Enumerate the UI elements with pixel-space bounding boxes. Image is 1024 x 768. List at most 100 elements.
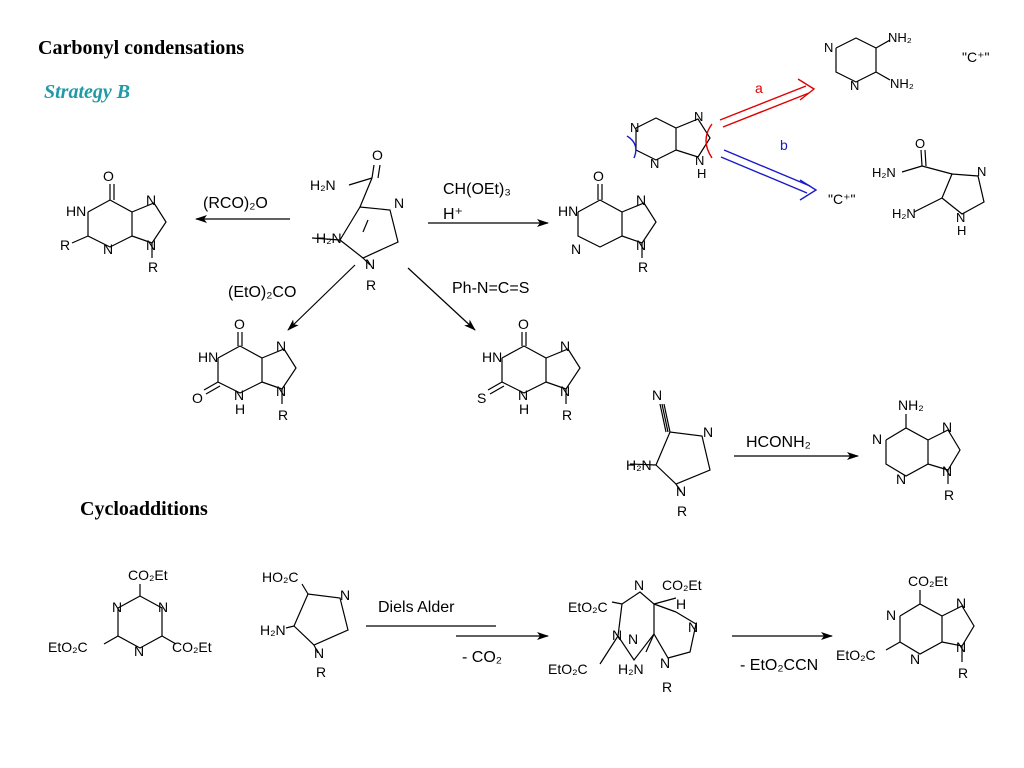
atom-h2n: H₂N [892,206,916,221]
atom-nh2: NH₂ [888,30,912,45]
product-thioxanthine: O HN S N H N N R [477,316,581,423]
atom-n: N [134,643,144,659]
disconnection-b-mark [626,135,637,159]
heading-cycloadditions: Cycloadditions [80,498,208,520]
atom-hn: HN [66,203,86,219]
retro-label-a: a [755,80,763,96]
product-xanthine: O HN O N H N N R [192,316,297,423]
atom-o: O [518,316,529,332]
atom-n: N [977,164,986,179]
atom-n: N [234,387,244,403]
atom-o: O [192,390,203,406]
heading-carbonyl-condensations: Carbonyl condensations [38,37,244,59]
atom-n: N [394,195,404,211]
atom-r: R [278,407,288,423]
retro-purine: N N N N H [626,109,713,181]
atom-h2n: H₂N [618,661,644,677]
product-adenine: NH₂ N N N N R [872,397,961,503]
atom-h2n: H₂N [316,230,342,246]
cplus-b: "C⁺" [828,191,855,207]
atom-n: N [276,383,286,399]
atom-r: R [958,665,968,681]
retro-aminoimidazole: O H₂N N H₂N N H [872,136,986,238]
atom-r: R [677,503,687,519]
atom-co2et: CO₂Et [172,639,212,655]
atom-h: H [676,596,686,612]
atom-h: H [235,401,245,417]
atom-n: N [158,599,168,615]
atom-n: N [560,383,570,399]
atom-co2et: CO₂Et [908,573,948,589]
reagent-acid: H⁺ [443,206,463,223]
atom-o: O [593,168,604,184]
atom-n: N [703,424,713,440]
arrow-carbonate [287,264,356,331]
atom-n: N [112,599,122,615]
atom-eto2c: EtO₂C [548,661,588,677]
atom-n: N [365,256,375,272]
cycloadduct-intermediate: N CO₂Et EtO₂C H N N N EtO₂C H₂N N R [548,577,702,695]
atom-n: N [676,483,686,499]
atom-r: R [366,277,376,293]
atom-r: R [944,487,954,503]
product-2r-hypoxanthine: O HN N N N R R [60,168,167,275]
atom-hn: HN [482,349,502,365]
atom-eto2c: EtO₂C [48,639,88,655]
heading-strategy-b: Strategy B [44,81,130,103]
atom-h2n: H₂N [310,177,336,193]
atom-n: N [896,471,906,487]
atom-n: N [636,237,646,253]
atom-n: N [872,431,882,447]
atom-eto2c: EtO₂C [568,599,608,615]
atom-n: N [956,639,966,655]
atom-n: N [518,387,528,403]
atom-n: N [571,241,581,257]
atom-n: N [942,463,952,479]
atom-o: O [103,168,114,184]
atom-co2et: CO₂Et [128,567,168,583]
atom-n: N [886,607,896,623]
atom-n: N [650,156,659,171]
triazine-triester: CO₂Et N N N EtO₂C CO₂Et [48,567,212,659]
retro-arrow-a [719,78,816,128]
atom-r: R [662,679,672,695]
arrow-isothiocyanate [407,267,476,331]
atom-eto2c: EtO₂C [836,647,876,663]
atom-n: N [956,595,966,611]
atom-r: R [60,237,70,253]
atom-h: H [697,166,706,181]
atom-o: O [915,136,925,151]
atom-n: N [628,631,638,647]
atom-h2n: H₂N [260,622,286,638]
atom-n: N [146,237,156,253]
atom-r: R [562,407,572,423]
reagent-orthoformate: CH(OEt)₃ [443,181,511,198]
atom-r: R [316,664,326,680]
atom-n: N [340,587,350,603]
atom-nh2: NH₂ [890,76,914,91]
aminoimidazole-carboxylic-acid: HO₂C N H₂N N R [260,569,350,680]
reagent-anhydride: (RCO)₂O [203,195,268,212]
reagent-minus-co2: - CO₂ [462,649,502,666]
reagent-formamide: HCONH₂ [746,434,811,451]
aminoimidazole-carbonitrile: N N H₂N N R [626,387,713,519]
retro-label-b: b [780,137,788,153]
atom-n: N [942,419,952,435]
atom-n: N [636,192,646,208]
aminoimidazole-carboxamide-center: O H₂N N H₂N N R [310,147,404,293]
atom-h2n: H₂N [626,457,652,473]
atom-s: S [477,390,486,406]
atom-n: N [910,651,920,667]
atom-n: N [146,192,156,208]
product-purine-diester: CO₂Et N N N N EtO₂C R [836,573,975,681]
atom-n-bridge: N [612,627,622,643]
atom-n: N [560,338,570,354]
atom-n: N [688,619,698,635]
atom-n: N [630,120,639,135]
atom-o: O [372,147,383,163]
atom-r: R [638,259,648,275]
atom-cyano-n: N [652,387,662,403]
atom-hn: HN [558,203,578,219]
reagent-minus-nitrile: - EtO₂CCN [740,657,818,674]
